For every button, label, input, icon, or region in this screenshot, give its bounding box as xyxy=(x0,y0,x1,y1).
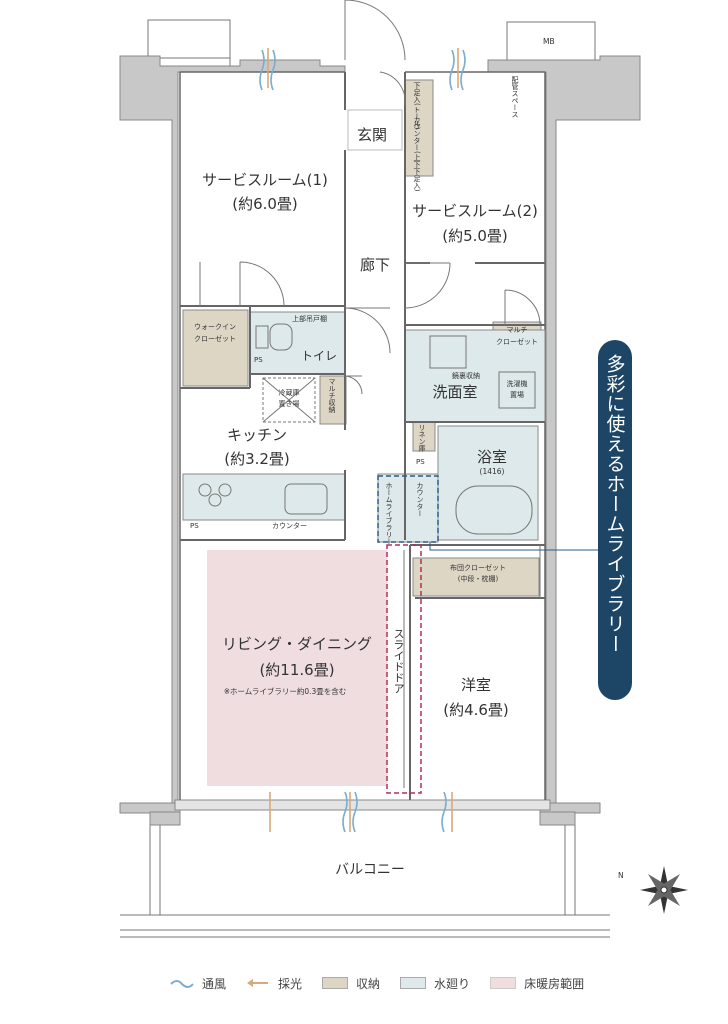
walk-in-label: ウォークイン xyxy=(194,323,236,331)
home-library-callout: 多彩に使えるホームライブラリー xyxy=(598,340,632,700)
bath-name: 浴室 xyxy=(476,448,508,466)
water-swatch xyxy=(400,977,427,989)
western-room-name: 洋室 xyxy=(460,676,492,694)
pipe-space-label: 配管スペース xyxy=(511,76,519,118)
multi-closet-label-1: マルチ xyxy=(506,326,528,334)
legend-item-storage: 収納 xyxy=(322,975,380,992)
counter-shoe-label: カウンター(上下下足入) xyxy=(413,116,421,192)
ps-label-1: PS xyxy=(254,356,263,364)
balcony-label: バルコニー xyxy=(335,862,405,878)
service-room-1-size: (約6.0畳) xyxy=(232,195,298,213)
western-room-size: (約4.6畳) xyxy=(443,701,509,719)
callout-text: 多彩に使えるホームライブラリー xyxy=(603,354,626,654)
legend-label-airflow: 通風 xyxy=(202,976,227,991)
linen-label: リネン庫 xyxy=(418,424,426,452)
floor-heating-area xyxy=(207,550,387,786)
upper-cabinet-label: 上部吊戸棚 xyxy=(292,315,327,323)
storage-areas xyxy=(182,79,542,597)
bath-size: (1416) xyxy=(479,467,505,476)
multi-closet-label-2: クローゼット xyxy=(496,338,538,346)
kitchen-counter-label: カウンター xyxy=(272,522,307,530)
slide-door-box xyxy=(386,544,422,794)
service-room-2-name: サービスルーム(2) xyxy=(412,202,538,220)
ps-label-3: PS xyxy=(416,458,425,466)
home-library-label: ホームライブラリー xyxy=(385,482,393,545)
interior-walls xyxy=(180,72,545,800)
fridge-label: 冷蔵庫 xyxy=(278,389,300,397)
compass-north-label: N xyxy=(618,871,624,880)
multi-storage-label: マルチ収納 xyxy=(328,378,336,413)
airflow-swatch xyxy=(170,980,194,988)
legend-item-water: 水廻り xyxy=(400,975,470,992)
corridor-label: 廊下 xyxy=(359,256,391,274)
living-size: (約11.6畳) xyxy=(259,661,335,679)
kitchen-size: (約3.2畳) xyxy=(224,450,290,468)
legend-item-floor-heating: 床暖房範囲 xyxy=(490,975,584,992)
living-note: ※ホームライブラリー約0.3畳を含む xyxy=(223,687,347,696)
washer-label-2: 置場 xyxy=(510,391,524,399)
legend-label-storage: 収納 xyxy=(356,976,381,991)
ps-label-2: PS xyxy=(190,522,199,530)
futon-closet-label-1: 布団クローゼット xyxy=(450,564,506,572)
mirror-storage-label: 鏡裏収納 xyxy=(452,372,480,380)
toilet-label: トイレ xyxy=(301,349,338,363)
legend-label-water: 水廻り xyxy=(434,976,471,991)
compass-rose xyxy=(640,866,688,914)
legend-item-airflow: 通風 xyxy=(170,975,226,992)
airflow-arrows xyxy=(259,48,466,833)
storage-swatch xyxy=(322,977,349,989)
floor-heating-swatch xyxy=(490,977,517,989)
callout-line xyxy=(429,542,598,551)
fridge-place-label: 置き場 xyxy=(278,400,300,408)
legend-label-floor-heating: 床暖房範囲 xyxy=(524,976,585,991)
balcony-bottom xyxy=(120,825,610,938)
outer-walls xyxy=(119,55,641,826)
futon-closet-label-2: (中段・枕棚) xyxy=(457,575,499,583)
light-swatch xyxy=(247,979,269,987)
doors xyxy=(199,0,541,598)
closet-label: クローゼット xyxy=(194,335,236,343)
fixtures xyxy=(198,109,536,535)
home-library-box xyxy=(377,475,439,543)
legend-label-light: 採光 xyxy=(278,976,303,991)
service-room-1-name: サービスルーム(1) xyxy=(202,171,328,189)
slide-door-label: スライドドア xyxy=(392,628,405,694)
counter-label-vertical: カウンター xyxy=(416,482,424,517)
kitchen-name: キッチン xyxy=(226,426,288,444)
service-room-2-size: (約5.0畳) xyxy=(442,227,508,245)
mb-label: MB xyxy=(543,37,555,46)
entrance-label: 玄関 xyxy=(356,126,388,144)
living-name: リビング・ダイニング xyxy=(221,635,373,653)
washer-label-1: 洗濯機 xyxy=(506,380,528,388)
shoe-tall-label: 下足入(トール) xyxy=(413,82,421,130)
washroom-label: 洗面室 xyxy=(432,383,478,401)
legend: 通風 採光 収納 水廻り 床暖房範囲 xyxy=(170,975,604,991)
legend-item-light: 採光 xyxy=(246,975,302,992)
exterior-lines xyxy=(179,71,546,800)
